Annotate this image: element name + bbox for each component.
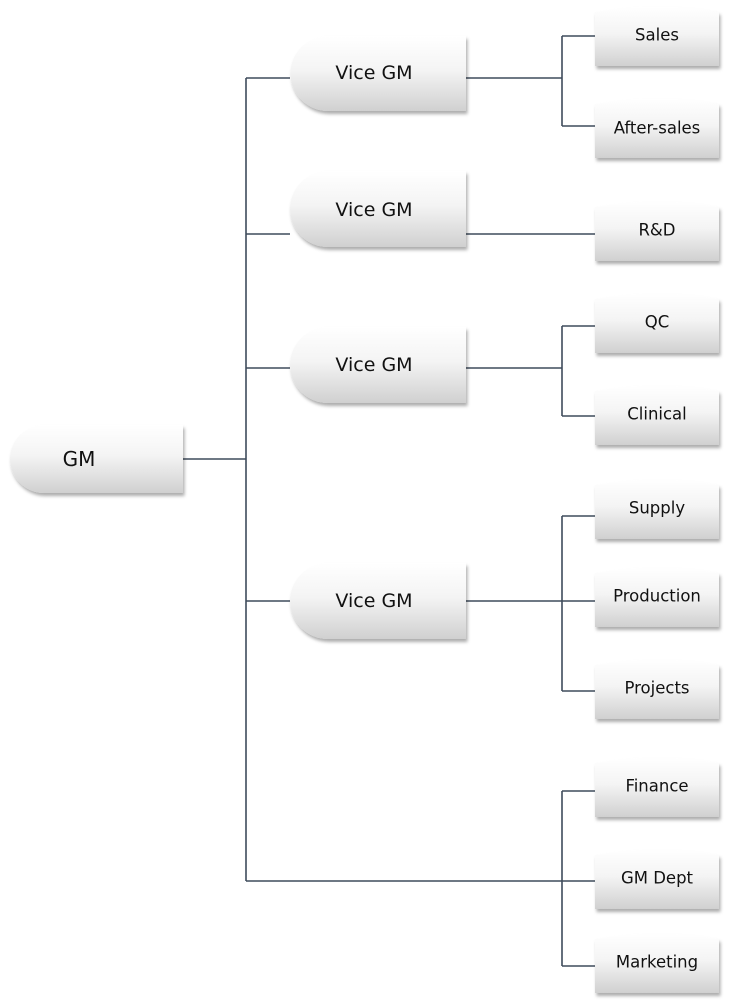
vice-gm-node-1 <box>290 36 466 111</box>
department-marketing-shape <box>595 933 719 993</box>
vice-gm-node-2-shape <box>290 171 466 247</box>
department-after-sales <box>595 98 719 158</box>
department-after-sales-shape <box>595 98 719 158</box>
department-rd <box>595 201 719 261</box>
department-label-rd: R&D <box>638 221 675 240</box>
department-label-supply: Supply <box>629 499 685 518</box>
department-gm-dept-shape <box>595 849 719 909</box>
department-clinical <box>595 385 719 445</box>
department-label-after-sales: After-sales <box>614 119 701 138</box>
department-production-shape <box>595 567 719 627</box>
vice-gm-label: Vice GM <box>335 199 412 221</box>
vice-gm-node-3 <box>290 327 466 403</box>
department-qc-shape <box>595 293 719 353</box>
vice-gm-node-1-shape <box>290 36 466 111</box>
department-label-sales: Sales <box>635 26 679 45</box>
department-label-finance: Finance <box>625 777 688 796</box>
vice-gm-label: Vice GM <box>335 590 412 612</box>
department-label-gm-dept: GM Dept <box>621 869 694 888</box>
department-supply-shape <box>595 479 719 539</box>
department-qc <box>595 293 719 353</box>
nodes <box>10 6 719 993</box>
department-sales-shape <box>595 6 719 66</box>
department-label-qc: QC <box>645 313 670 332</box>
department-label-projects: Projects <box>624 679 689 698</box>
vice-gm-label: Vice GM <box>335 354 412 376</box>
connectors <box>183 35 596 967</box>
vice-gm-label: Vice GM <box>335 62 412 84</box>
department-gm-dept <box>595 849 719 909</box>
vice-gm-node-4 <box>290 563 466 639</box>
department-projects <box>595 659 719 719</box>
department-label-production: Production <box>613 587 701 606</box>
department-finance <box>595 757 719 817</box>
department-marketing <box>595 933 719 993</box>
gm-node <box>10 425 183 493</box>
department-supply <box>595 479 719 539</box>
department-production <box>595 567 719 627</box>
department-finance-shape <box>595 757 719 817</box>
labels: GM Vice GM Vice GM Vice GM Vice GM Sales… <box>63 26 701 972</box>
department-rd-shape <box>595 201 719 261</box>
gm-node-shape <box>10 425 183 493</box>
vice-gm-node-3-shape <box>290 327 466 403</box>
gm-label: GM <box>63 447 96 471</box>
department-label-marketing: Marketing <box>616 953 698 972</box>
department-clinical-shape <box>595 385 719 445</box>
vice-gm-node-4-shape <box>290 563 466 639</box>
vice-gm-node-2 <box>290 171 466 247</box>
department-sales <box>595 6 719 66</box>
department-label-clinical: Clinical <box>627 405 687 424</box>
department-projects-shape <box>595 659 719 719</box>
